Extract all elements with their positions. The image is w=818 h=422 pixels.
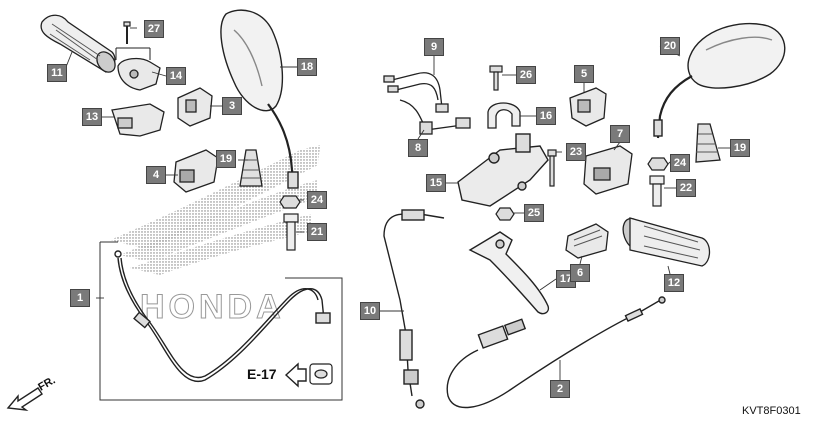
callout-9[interactable]: 9 <box>424 38 444 56</box>
callout-22[interactable]: 22 <box>676 179 696 197</box>
front-direction-arrow-icon <box>6 387 43 411</box>
rubber-boot-right <box>695 123 721 163</box>
cable-2-part <box>446 296 666 409</box>
callout-19-left[interactable]: 19 <box>216 150 236 168</box>
nut-25-part <box>495 207 515 221</box>
callout-20[interactable]: 20 <box>660 37 680 55</box>
e17-reference-arrow <box>284 362 333 388</box>
left-grip-part <box>40 14 116 73</box>
switch-5-part <box>569 87 607 127</box>
throttle-cable-part <box>114 250 331 383</box>
callout-24-right[interactable]: 24 <box>670 154 690 172</box>
right-grip-part <box>622 217 711 267</box>
callout-6[interactable]: 6 <box>570 264 590 282</box>
callout-8[interactable]: 8 <box>408 139 428 157</box>
leader-lines <box>63 27 730 380</box>
switch-housing-upper <box>115 47 161 91</box>
screw-27-part <box>123 21 131 44</box>
switch-6-part <box>565 223 609 259</box>
callout-16[interactable]: 16 <box>536 107 556 125</box>
callout-18[interactable]: 18 <box>297 58 317 76</box>
left-mirror-part <box>220 9 299 189</box>
right-mirror-part <box>653 22 786 139</box>
switch-4-part <box>173 149 219 193</box>
callout-21[interactable]: 21 <box>307 223 327 241</box>
callout-23[interactable]: 23 <box>566 143 586 161</box>
callout-4[interactable]: 4 <box>146 166 166 184</box>
callout-25[interactable]: 25 <box>524 204 544 222</box>
mirror-nut-right <box>647 157 669 171</box>
mirror-adapter-right <box>649 175 665 207</box>
callout-26[interactable]: 26 <box>516 66 536 84</box>
callout-7[interactable]: 7 <box>610 125 630 143</box>
lever-bracket-15 <box>457 133 549 207</box>
callout-5[interactable]: 5 <box>574 65 594 83</box>
diagram-code: KVT8F0301 <box>742 405 801 417</box>
callout-13[interactable]: 13 <box>82 108 102 126</box>
cable-10-part <box>383 209 445 409</box>
callout-15[interactable]: 15 <box>426 174 446 192</box>
switch-wire-8 <box>399 99 471 135</box>
callout-2[interactable]: 2 <box>550 380 570 398</box>
bolt-26-part <box>489 65 503 91</box>
brake-lever-17 <box>468 231 550 315</box>
throttle-cable-box <box>99 241 343 401</box>
reference-e17-label: E-17 <box>247 366 277 382</box>
callout-1[interactable]: 1 <box>70 289 90 307</box>
callout-14[interactable]: 14 <box>166 67 186 85</box>
switch-3-part <box>177 87 213 127</box>
honda-watermark-text: HONDA <box>140 288 285 326</box>
callout-27[interactable]: 27 <box>144 20 164 38</box>
callout-12[interactable]: 12 <box>664 274 684 292</box>
screw-23-part <box>547 149 557 187</box>
mirror-nut-left <box>279 195 301 209</box>
callout-19-right[interactable]: 19 <box>730 139 750 157</box>
callout-3[interactable]: 3 <box>222 97 242 115</box>
switch-7-part <box>583 145 633 195</box>
callout-24-left[interactable]: 24 <box>307 191 327 209</box>
rubber-boot-left <box>239 149 263 187</box>
switch-wire-9 <box>383 72 449 113</box>
callout-11[interactable]: 11 <box>47 64 67 82</box>
honda-wing-watermark: HONDA <box>110 145 320 327</box>
mirror-adapter-left <box>283 213 299 251</box>
callout-10[interactable]: 10 <box>360 302 380 320</box>
switch-housing-lower <box>111 103 165 137</box>
holder-16-part <box>487 102 521 129</box>
